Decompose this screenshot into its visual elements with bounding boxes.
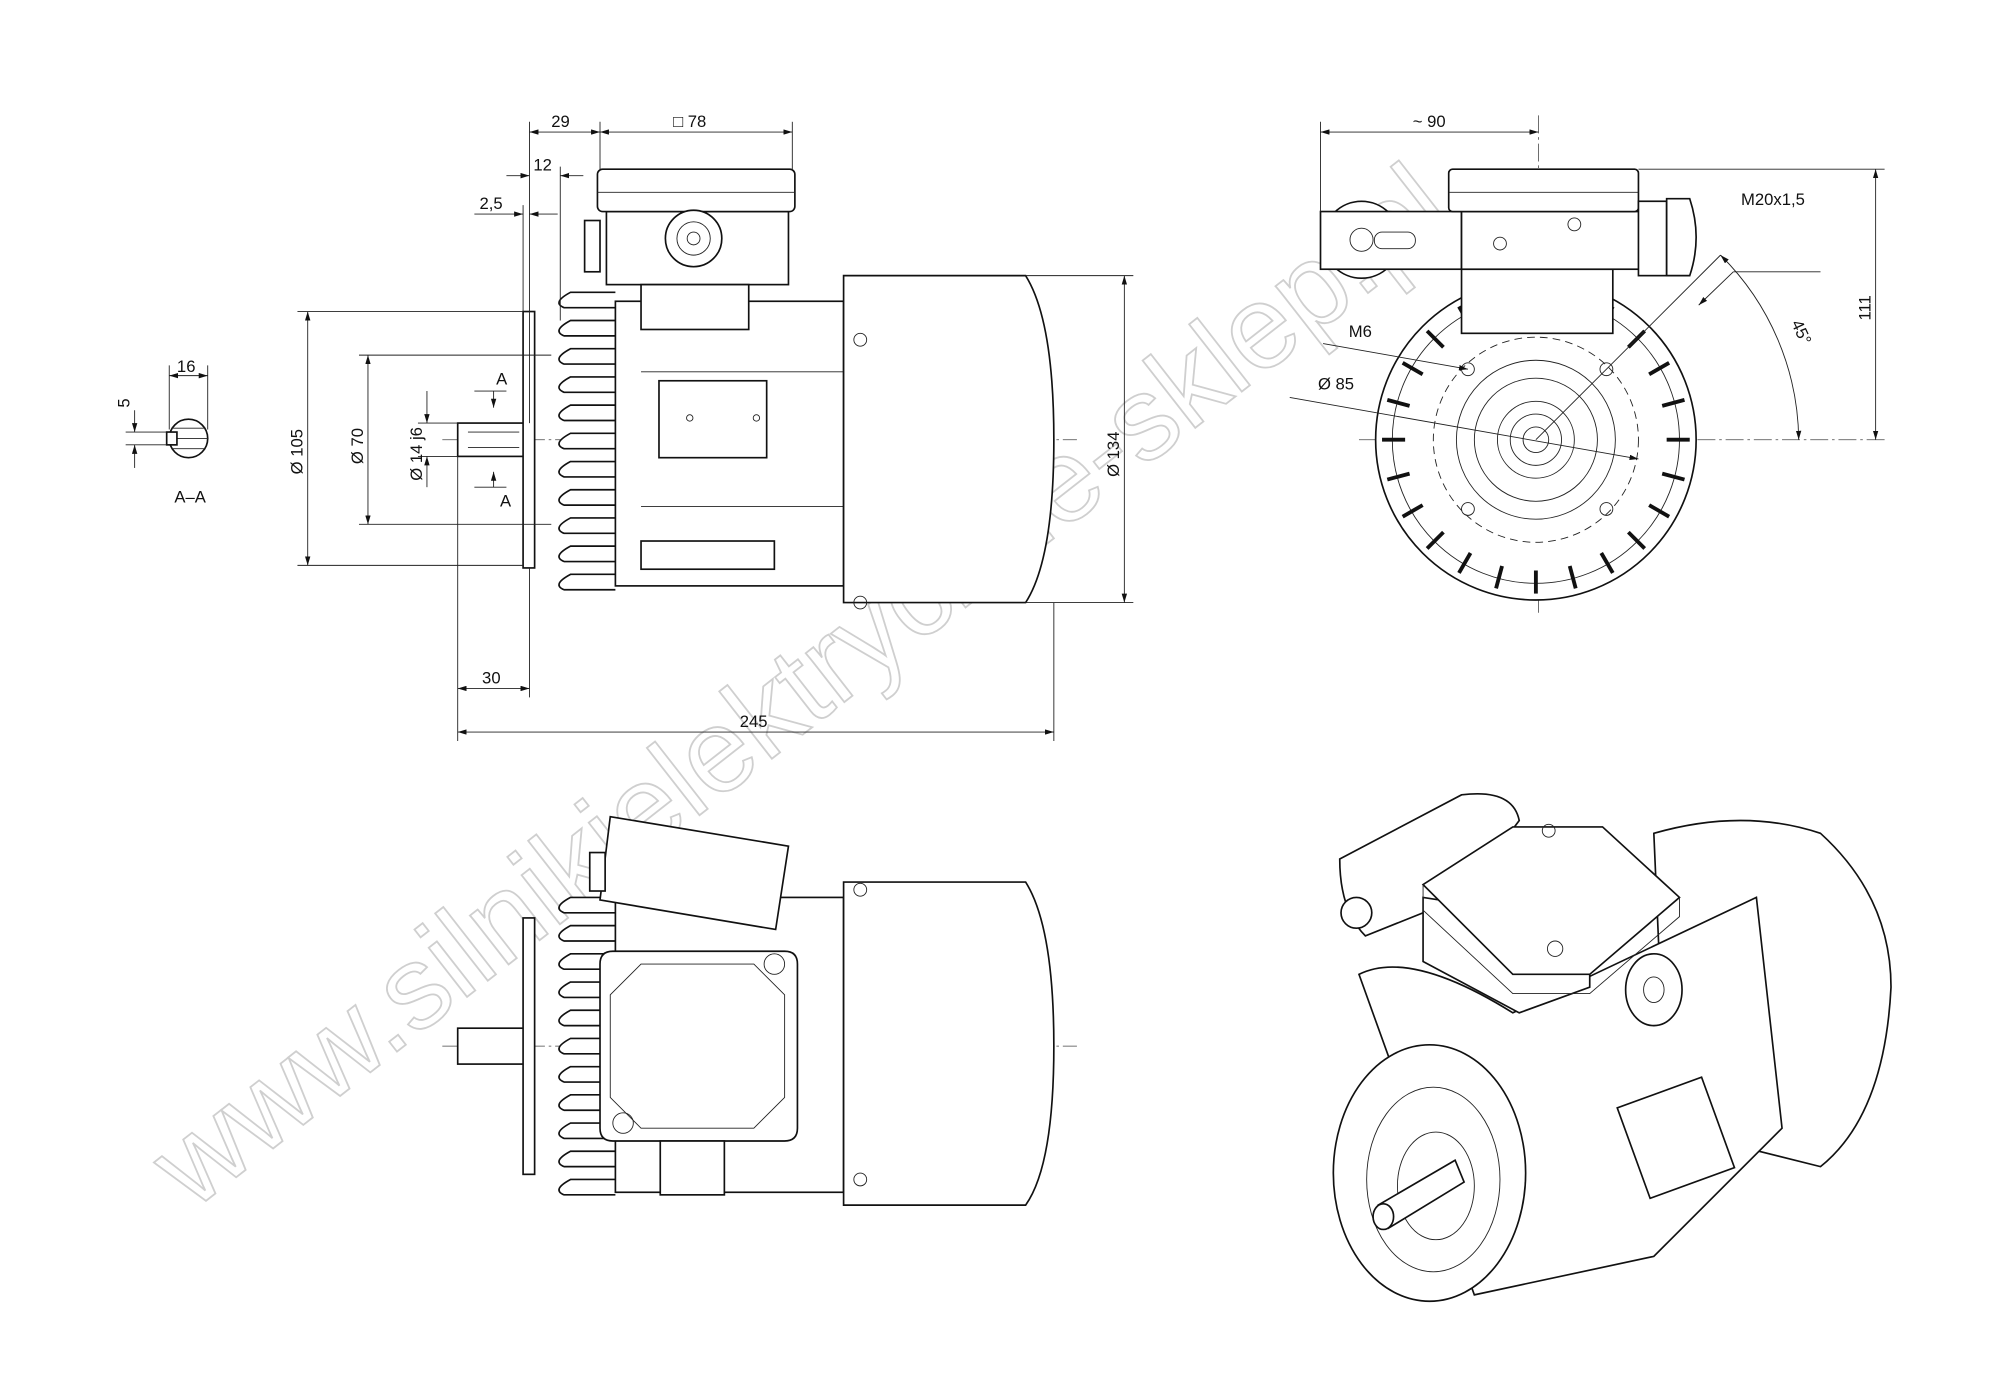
cooling-fin bbox=[1626, 530, 1647, 550]
cooling-fin bbox=[1599, 552, 1615, 574]
side-view-dimensions: 29 □ 78 12 2,5 Ø 105 Ø 70 Ø 14 j6 Ø 134 … bbox=[288, 112, 1134, 742]
cooling-fin bbox=[1386, 398, 1411, 408]
dim-d14j6: Ø 14 j6 bbox=[407, 427, 426, 481]
cooling-fin bbox=[1425, 329, 1445, 349]
cooling-fin bbox=[1567, 565, 1578, 589]
dim-d70: Ø 70 bbox=[348, 428, 367, 464]
cooling-fin bbox=[1494, 565, 1504, 589]
dim-111: 111 bbox=[1855, 295, 1874, 320]
top-view bbox=[442, 815, 1077, 1206]
dim-5: 5 bbox=[115, 398, 134, 407]
section-a-a: 16 5 A–A bbox=[115, 357, 209, 507]
cooling-fin bbox=[558, 432, 616, 450]
dim-90: ~ 90 bbox=[1413, 112, 1446, 131]
cooling-fin bbox=[1386, 471, 1411, 482]
section-marks: A A bbox=[474, 370, 512, 510]
bolt-hole bbox=[1461, 502, 1475, 516]
dim-m6: M6 bbox=[1349, 322, 1372, 341]
bolt-hole bbox=[1599, 502, 1614, 516]
fan-cover bbox=[842, 274, 1055, 604]
dim-12: 12 bbox=[533, 156, 552, 175]
lever-arm bbox=[1319, 210, 1463, 271]
nameplate bbox=[658, 379, 768, 459]
nameplate-3d bbox=[1616, 1076, 1736, 1200]
dim-d105: Ø 105 bbox=[288, 429, 307, 474]
cooling-fin bbox=[1648, 503, 1671, 519]
section-mark-a-bottom: A bbox=[500, 491, 512, 510]
cable-gland-3d bbox=[1624, 952, 1683, 1027]
cooling-fin bbox=[1401, 503, 1424, 519]
terminal-box-lid bbox=[1447, 168, 1640, 213]
shaft bbox=[456, 422, 531, 458]
cooling-fin bbox=[1661, 398, 1685, 408]
dim-16: 16 bbox=[177, 357, 196, 376]
bolt-hole bbox=[1599, 362, 1614, 377]
cooling-fin bbox=[558, 460, 616, 478]
cooling-fin bbox=[558, 545, 616, 563]
cooling-fin bbox=[558, 924, 616, 942]
cooling-fin bbox=[558, 1150, 616, 1168]
cooling-fin bbox=[558, 517, 616, 535]
side-view bbox=[442, 168, 1077, 610]
dim-30: 30 bbox=[482, 668, 501, 687]
cooling-fin bbox=[1401, 361, 1424, 377]
section-label: A–A bbox=[174, 488, 206, 507]
cooling-fin bbox=[558, 376, 616, 394]
dim-d85: Ø 85 bbox=[1318, 375, 1354, 394]
section-mark-a-top: A bbox=[496, 370, 508, 389]
cable-gland bbox=[664, 209, 723, 268]
cooling-fin bbox=[1425, 530, 1445, 550]
terminal-box-lid bbox=[596, 168, 796, 213]
flange bbox=[522, 917, 536, 1176]
dim-29: 29 bbox=[551, 112, 570, 131]
dim-245: 245 bbox=[740, 712, 768, 731]
cooling-fin bbox=[1457, 552, 1473, 574]
fan-cover bbox=[842, 881, 1055, 1206]
flange-3d bbox=[1332, 1044, 1527, 1303]
cooling-fin bbox=[558, 488, 616, 506]
cooling-fin bbox=[558, 573, 616, 591]
dim-45: 45° bbox=[1787, 317, 1815, 348]
flange bbox=[522, 310, 536, 569]
isometric-view bbox=[1332, 793, 1892, 1303]
cooling-fin bbox=[558, 896, 616, 914]
terminal-box bbox=[599, 950, 799, 1142]
cooling-fin bbox=[1648, 361, 1671, 377]
cooling-fin bbox=[558, 404, 616, 422]
cooling-fin bbox=[558, 1178, 616, 1196]
cooling-fins bbox=[558, 291, 616, 591]
dim-2-5: 2,5 bbox=[479, 194, 502, 213]
cooling-fin bbox=[1661, 471, 1685, 482]
cooling-fin bbox=[558, 291, 616, 309]
terminal-box-base bbox=[1460, 210, 1642, 271]
dim-d134: Ø 134 bbox=[1104, 432, 1123, 477]
cooling-fin bbox=[558, 319, 616, 337]
dim-square-78: □ 78 bbox=[673, 112, 706, 131]
cooling-fin bbox=[558, 347, 616, 365]
cable-gland bbox=[1665, 197, 1697, 277]
shaft bbox=[456, 1027, 531, 1065]
cable-gland bbox=[659, 1140, 726, 1196]
dim-m20: M20x1,5 bbox=[1741, 190, 1805, 209]
